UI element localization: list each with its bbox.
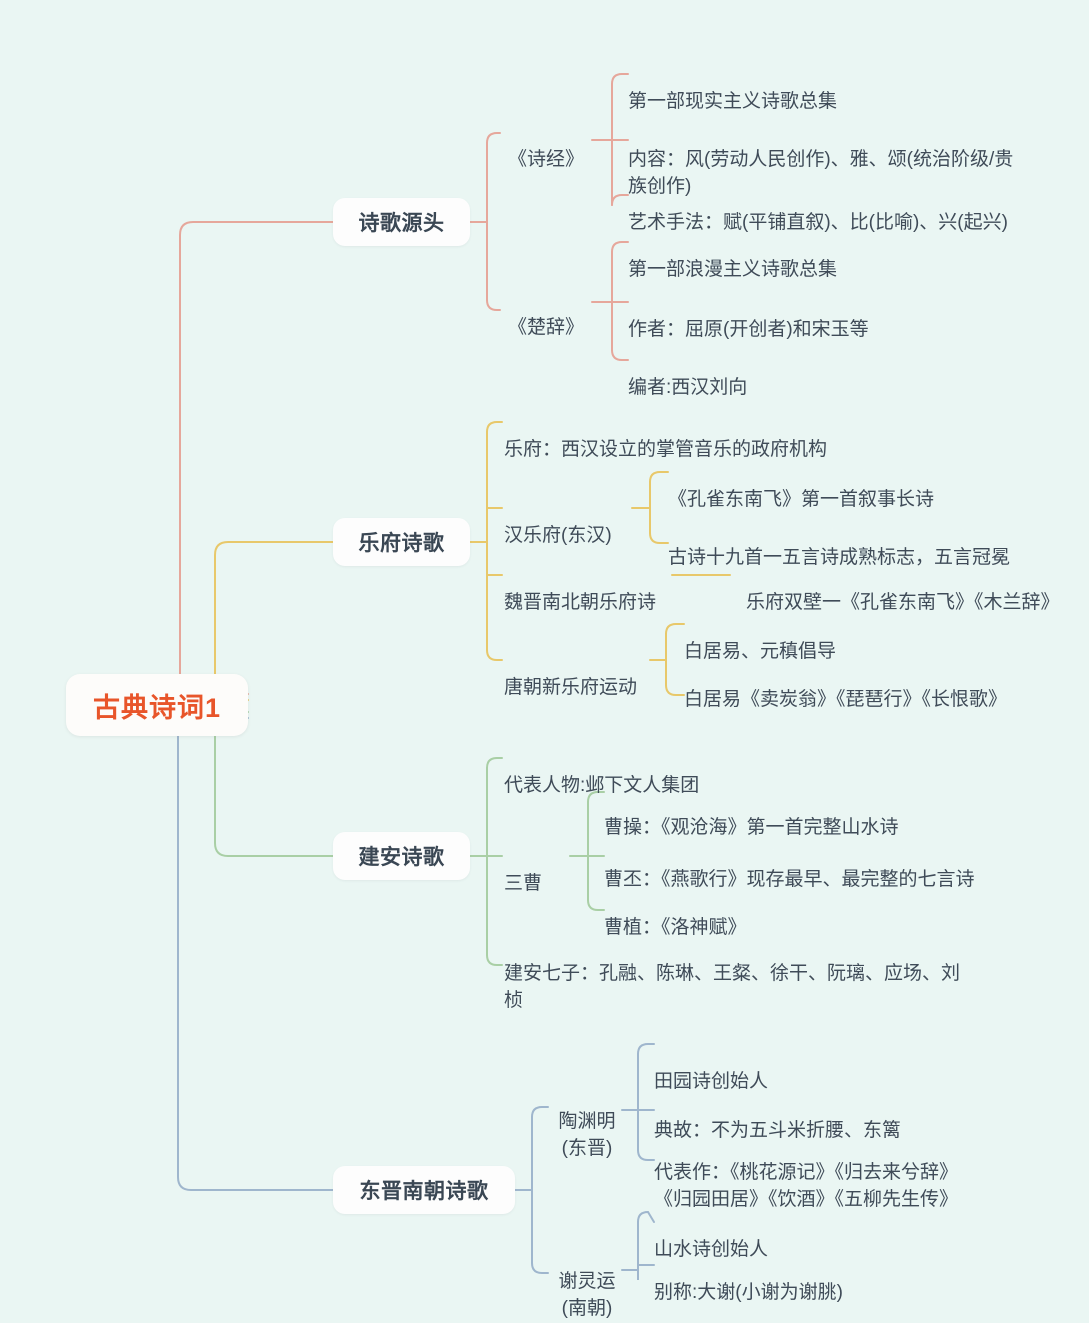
leaf-chuci-1[interactable]: 第一部浪漫主义诗歌总集 (628, 230, 1048, 284)
leaf-shijing-1[interactable]: 第一部现实主义诗歌总集 (628, 62, 1048, 116)
node-jianan-seven[interactable]: 建安七子：孔融、陈琳、王粲、徐干、阮璃、应场、刘桢 (504, 934, 964, 1015)
node-xie-lingyun[interactable]: 谢灵运 (南朝) (548, 1242, 626, 1323)
node-label: 陶渊明 (东晋) (558, 1110, 616, 1159)
node-label: 汉乐府(东汉) (504, 524, 612, 546)
leaf-cao-pi[interactable]: 曹丕：《燕歌行》现存最早、最完整的七言诗 (604, 840, 1044, 894)
mindmap-canvas: 古典诗词1 诗歌源头 《诗经》 《楚辞》 第一部现实主义诗歌总集 内容：风(劳动… (66, 62, 1076, 1319)
leaf-text: 别称:大谢(小谢为谢朓) (654, 1281, 843, 1303)
leaf-text: 第一部现实主义诗歌总集 (628, 90, 838, 112)
branch-node-poetry-origin[interactable]: 诗歌源头 (333, 198, 470, 246)
leaf-text: 作者：屈原(开创者)和宋玉等 (628, 318, 869, 340)
branch-node-dongjin-nanchao-poetry[interactable]: 东晋南朝诗歌 (333, 1166, 515, 1214)
leaf-text: 田园诗创始人 (654, 1070, 769, 1092)
branch-node-jianan-poetry[interactable]: 建安诗歌 (333, 832, 470, 880)
leaf-text: 《孔雀东南飞》第一首叙事长诗 (668, 488, 935, 510)
leaf-text: 第一部浪漫主义诗歌总集 (628, 258, 838, 280)
leaf-cao-cao[interactable]: 曹操：《观沧海》第一首完整山水诗 (604, 788, 1024, 842)
leaf-text: 曹丕：《燕歌行》现存最早、最完整的七言诗 (604, 868, 975, 890)
leaf-text: 曹操：《观沧海》第一首完整山水诗 (604, 816, 899, 838)
branch-label: 乐府诗歌 (358, 532, 445, 555)
node-chuci[interactable]: 《楚辞》 (500, 288, 592, 342)
leaf-tao-3[interactable]: 代表作：《桃花源记》《归去来兮辞》 《归园田居》《饮酒》《五柳先生传》 (654, 1133, 1054, 1214)
leaf-text: 典故：不为五斗米折腰、东篱 (654, 1119, 902, 1141)
leaf-text: 曹植：《洛神赋》 (604, 916, 747, 938)
node-jianan-figures[interactable]: 代表人物:邺下文人集团 (504, 746, 884, 800)
node-tang-new-yuefu[interactable]: 唐朝新乐府运动 (504, 648, 664, 702)
leaf-xie-1[interactable]: 山水诗创始人 (654, 1210, 1034, 1264)
node-label: 《楚辞》 (507, 316, 584, 338)
leaf-tang-new-yuefu-1[interactable]: 白居易、元稹倡导 (684, 612, 1024, 666)
branch-label: 建安诗歌 (358, 846, 445, 869)
branch-label: 东晋南朝诗歌 (359, 1180, 489, 1203)
node-label: 《诗经》 (507, 148, 584, 170)
leaf-text: 艺术手法：赋(平铺直叙)、比(比喻)、兴(起兴) (628, 211, 1008, 233)
node-label: 代表人物:邺下文人集团 (504, 774, 700, 796)
leaf-text: 代表作：《桃花源记》《归去来兮辞》 《归园田居》《饮酒》《五柳先生传》 (654, 1161, 959, 1210)
node-tao-yuanming[interactable]: 陶渊明 (东晋) (548, 1082, 626, 1163)
leaf-text: 山水诗创始人 (654, 1238, 769, 1260)
leaf-han-yuefu-1[interactable]: 《孔雀东南飞》第一首叙事长诗 (668, 460, 1048, 514)
node-label: 建安七子：孔融、陈琳、王粲、徐干、阮璃、应场、刘桢 (504, 962, 961, 1011)
leaf-text: 古诗十九首一五言诗成熟标志，五言冠冕 (668, 546, 1011, 568)
leaf-tao-1[interactable]: 田园诗创始人 (654, 1042, 1034, 1096)
leaf-chuci-2[interactable]: 作者：屈原(开创者)和宋玉等 (628, 290, 1048, 344)
leaf-tao-2[interactable]: 典故：不为五斗米折腰、东篱 (654, 1091, 1054, 1145)
leaf-chuci-3[interactable]: 编者:西汉刘向 (628, 348, 1048, 402)
node-label: 谢灵运 (南朝) (558, 1270, 616, 1319)
leaf-text: 编者:西汉刘向 (628, 376, 748, 398)
node-label: 唐朝新乐府运动 (504, 676, 638, 698)
leaf-text: 乐府双壁一《孔雀东南飞》《木兰辞》 (746, 591, 1060, 613)
node-three-cao[interactable]: 三曹 (504, 844, 574, 898)
leaf-shijing-2[interactable]: 内容：风(劳动人民创作)、雅、颂(统治阶级/贵族创作) (628, 120, 1028, 201)
leaf-cao-zhi[interactable]: 曹植：《洛神赋》 (604, 888, 984, 942)
leaf-han-yuefu-2[interactable]: 古诗十九首一五言诗成熟标志，五言冠冕 (668, 518, 1068, 572)
node-label: 乐府：西汉设立的掌管音乐的政府机构 (504, 438, 828, 460)
leaf-shijing-3[interactable]: 艺术手法：赋(平铺直叙)、比(比喻)、兴(起兴) (628, 183, 1048, 237)
node-han-yuefu[interactable]: 汉乐府(东汉) (504, 496, 644, 550)
node-label: 魏晋南北朝乐府诗 (504, 591, 657, 613)
root-label: 古典诗词1 (92, 692, 222, 723)
branch-label: 诗歌源头 (358, 212, 445, 235)
branch-node-yuefu-poetry[interactable]: 乐府诗歌 (333, 518, 470, 566)
root-node[interactable]: 古典诗词1 (66, 674, 248, 736)
node-label: 三曹 (504, 872, 543, 894)
node-yuefu-definition[interactable]: 乐府：西汉设立的掌管音乐的政府机构 (504, 410, 924, 464)
leaf-tang-new-yuefu-2[interactable]: 白居易《卖炭翁》《琵琶行》《长恨歌》 (684, 660, 1034, 714)
node-shijing[interactable]: 《诗经》 (500, 120, 592, 174)
node-weijin-yuefu[interactable]: 魏晋南北朝乐府诗 (504, 563, 684, 617)
leaf-text: 内容：风(劳动人民创作)、雅、颂(统治阶级/贵族创作) (628, 148, 1014, 197)
leaf-weijin-yuefu-1[interactable]: 乐府双壁一《孔雀东南飞》《木兰辞》 (746, 563, 1076, 617)
leaf-text: 白居易、元稹倡导 (684, 640, 837, 662)
leaf-text: 白居易《卖炭翁》《琵琶行》《长恨歌》 (684, 688, 1008, 710)
